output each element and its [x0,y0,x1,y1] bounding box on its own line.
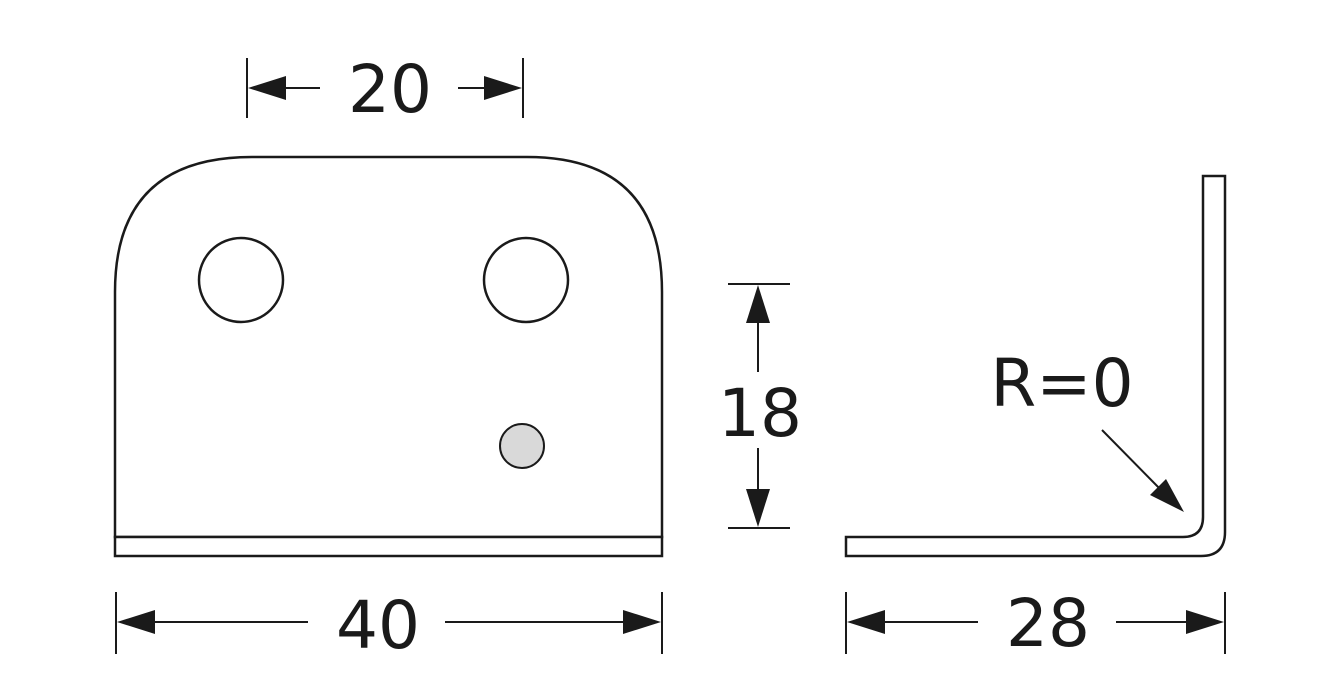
leader-arrowhead [1150,479,1184,512]
dimension-overall-width: 40 [115,587,663,664]
mounting-hole-left [197,236,285,324]
dimension-label-40: 40 [336,587,420,664]
arrowhead-down [746,489,770,527]
arrowhead-left [248,76,286,100]
bend-radius-callout: R=0 [990,345,1184,512]
arrowhead-right [1186,610,1224,634]
dimension-label-18: 18 [718,375,802,452]
arrowhead-left [847,610,885,634]
dimension-top-width: 20 [246,51,524,128]
arrowhead-right [484,76,522,100]
arrowhead-left [117,610,155,634]
front-view [113,155,664,558]
bend-radius-label: R=0 [990,345,1133,422]
arrowhead-up [746,285,770,323]
reference-dot [499,423,545,469]
mounting-hole-right [482,236,570,324]
dimension-label-20: 20 [348,51,432,128]
bracket-plate-outline [113,155,664,539]
dimension-side-depth: 28 [845,585,1226,662]
dimension-label-28: 28 [1006,585,1090,662]
arrowhead-right [623,610,661,634]
dimension-hole-spacing: 18 [718,283,802,529]
l-profile-outline [844,174,1227,558]
bent-flange-edge [113,535,664,558]
side-view [844,174,1227,558]
